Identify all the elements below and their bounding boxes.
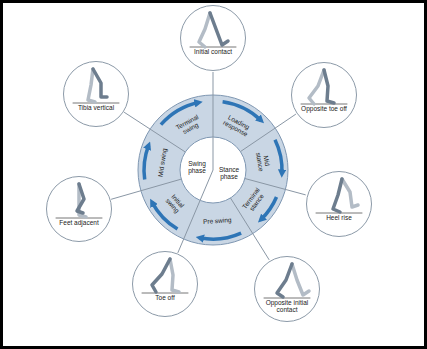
circle-border	[255, 257, 320, 322]
phase-segment: Mid swing	[157, 148, 169, 178]
phase-label: Swing phase	[185, 160, 209, 175]
leg-figure	[142, 259, 188, 293]
event-circle: Tibia vertical	[63, 61, 129, 127]
leg-figure	[264, 264, 310, 298]
circle-border	[47, 177, 112, 242]
phase-segment-label: Initial swing	[159, 188, 190, 220]
phase-divider	[213, 137, 214, 170]
event-circle: Heel rise	[306, 171, 372, 237]
inner-circle	[180, 137, 246, 203]
event-circle: Feet adjacent	[46, 176, 112, 242]
phase-label: Stance phase	[217, 166, 241, 181]
event-circle-outline	[63, 61, 129, 127]
phase-segment-label: Terminal stance	[239, 184, 269, 217]
leg-figure	[301, 70, 347, 104]
leg-figures	[56, 13, 362, 298]
phase-segment-label: Loading response	[220, 111, 254, 138]
circle-border	[307, 172, 372, 237]
leg-figure	[316, 179, 362, 213]
event-circle-outline	[306, 171, 372, 237]
event-label: Tibia vertical	[70, 104, 122, 111]
phase-segment: Terminal stance	[239, 184, 269, 217]
leg-figure	[190, 13, 236, 47]
circle-border	[133, 252, 198, 317]
phase-segment: Mid stance	[253, 146, 273, 178]
event-circle: Opposite initial contact	[254, 256, 320, 322]
spoke	[124, 112, 185, 152]
phase-segment-label: Mid stance	[253, 146, 273, 178]
phase-segment: Pre swing	[202, 216, 231, 226]
event-label: Opposite toe off	[298, 105, 350, 112]
event-circle-outline	[291, 62, 357, 128]
circle-border	[181, 6, 246, 71]
cycle-arrows	[144, 102, 282, 239]
phase-half: Swing phase	[185, 160, 209, 175]
phase-divider	[200, 170, 213, 200]
event-circle: Opposite toe off	[291, 62, 357, 128]
event-circle-outline	[46, 176, 112, 242]
circle-border	[292, 63, 357, 128]
phase-segment: Initial swing	[159, 188, 190, 220]
cycle-arrow	[275, 140, 282, 174]
event-circle-outline	[180, 5, 246, 71]
phase-segment-label: Pre swing	[202, 216, 231, 226]
event-label: Initial contact	[187, 48, 239, 55]
cycle-arrow	[200, 233, 241, 239]
phase-half: Stance phase	[217, 166, 241, 181]
circle-border	[64, 62, 129, 127]
phase-segment-label: Mid swing	[157, 148, 169, 178]
event-label: Feet adjacent	[53, 219, 105, 226]
cycle-arrow	[144, 145, 149, 179]
phase-segment: Terminal swing	[172, 111, 205, 138]
leg-figure	[73, 69, 119, 103]
phase-segment-label: Terminal swing	[172, 111, 205, 138]
spokes	[111, 72, 306, 260]
event-circle: Toe off	[132, 251, 198, 317]
event-circle-outline	[132, 251, 198, 317]
leg-figure	[56, 184, 102, 218]
event-label: Opposite initial contact	[261, 299, 313, 314]
event-label: Heel rise	[313, 214, 365, 221]
event-label: Toe off	[139, 294, 191, 301]
event-circle: Initial contact	[180, 5, 246, 71]
phase-segment: Loading response	[220, 111, 254, 138]
spoke	[213, 72, 214, 137]
